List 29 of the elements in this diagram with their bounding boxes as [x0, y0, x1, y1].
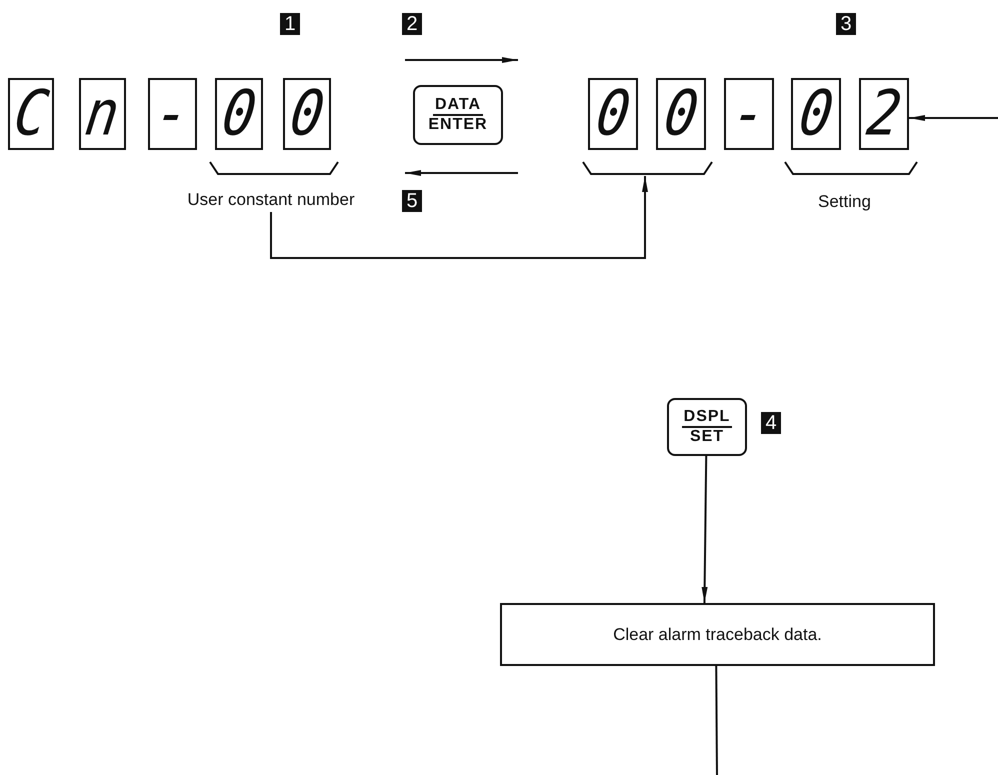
display-digit: 0 — [660, 82, 702, 146]
key-label: ENTER — [428, 116, 488, 134]
key-label: DSPL — [682, 408, 732, 428]
display-digit: n — [82, 82, 124, 146]
callout-number: 3 — [836, 13, 856, 35]
connector-line — [715, 666, 718, 775]
keypad-key — [413, 85, 503, 145]
arrow — [702, 456, 708, 604]
process-box — [500, 603, 935, 666]
callout-number: 5 — [402, 190, 422, 212]
display-digit: 2 — [863, 82, 905, 146]
callout-number: 2 — [402, 13, 422, 35]
arrow — [270, 176, 648, 259]
process-text: Clear alarm traceback data. — [613, 624, 822, 644]
display-digit: 0 — [592, 82, 634, 146]
display-digit: C — [10, 82, 52, 146]
display-digit: 0 — [795, 82, 837, 146]
bracket-label: User constant number — [187, 190, 355, 210]
display-digit: - — [728, 82, 770, 146]
arrow — [909, 115, 998, 122]
display-digit: 0 — [286, 82, 328, 146]
callout-number: 4 — [761, 412, 781, 434]
display-digit: 0 — [218, 82, 260, 146]
bracket-label: Setting — [818, 192, 871, 212]
callout-number: 1 — [280, 13, 300, 35]
keypad-key — [667, 398, 747, 456]
key-label: DATA — [432, 96, 484, 116]
display-digit: - — [152, 82, 194, 146]
key-label: SET — [690, 428, 724, 446]
